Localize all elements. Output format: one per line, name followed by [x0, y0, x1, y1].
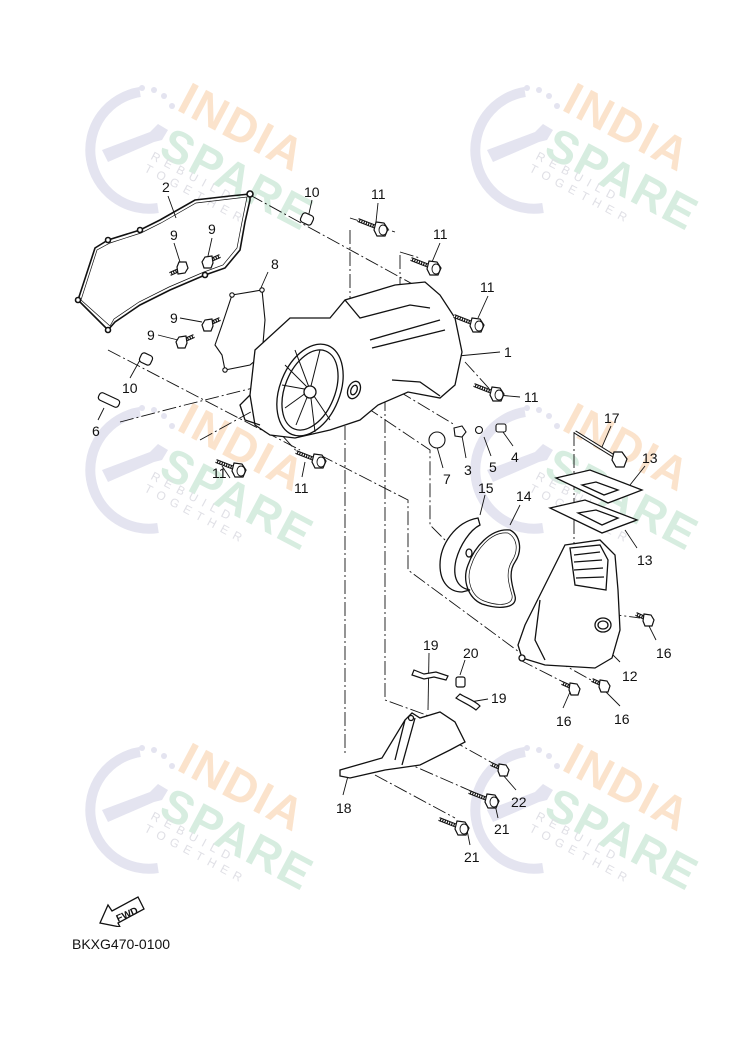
part-callout-16[interactable]: 16 [614, 711, 630, 727]
part-callout-1[interactable]: 1 [504, 344, 512, 360]
part-callout-9[interactable]: 9 [170, 227, 178, 243]
part-callout-12[interactable]: 12 [622, 668, 638, 684]
part-3-4-5-7-small [428, 423, 507, 449]
part-callout-15[interactable]: 15 [478, 480, 494, 496]
part-1-crankcase-cover [239, 281, 463, 439]
part-callout-9[interactable]: 9 [170, 310, 178, 326]
part-6-pin [97, 392, 121, 408]
part-9-bolts [168, 254, 222, 350]
part-callout-11[interactable]: 11 [433, 226, 448, 242]
part-17-long-bolt [574, 430, 628, 468]
part-callout-19[interactable]: 19 [423, 637, 439, 653]
part-callout-13[interactable]: 13 [637, 552, 653, 568]
part-callout-11[interactable]: 11 [524, 389, 539, 405]
part-10-dowel [138, 212, 315, 366]
part-callout-11[interactable]: 11 [212, 465, 227, 481]
part-callout-16[interactable]: 16 [656, 645, 672, 661]
part-callout-22[interactable]: 22 [511, 794, 527, 810]
part-callout-21[interactable]: 21 [494, 821, 510, 837]
part-8-gasket [214, 287, 266, 373]
part-12-cover [517, 539, 621, 669]
part-callout-11[interactable]: 11 [294, 480, 309, 496]
part-2-gasket [74, 190, 254, 334]
part-14-o-ring [465, 529, 521, 608]
part-19-clamps [411, 669, 481, 711]
part-callout-11[interactable]: 11 [371, 186, 386, 202]
part-callout-20[interactable]: 20 [463, 645, 479, 661]
part-callout-14[interactable]: 14 [516, 488, 532, 504]
part-callout-6[interactable]: 6 [92, 423, 100, 439]
drawing-code: BKXG470-0100 [72, 936, 171, 952]
part-callout-10[interactable]: 10 [304, 184, 320, 200]
part-20-clip [455, 676, 466, 688]
part-18-guard [339, 711, 466, 779]
part-13-gaskets [548, 469, 644, 534]
part-callout-5[interactable]: 5 [489, 459, 497, 475]
forward-direction-icon: FWD [99, 896, 145, 927]
part-callout-9[interactable]: 9 [208, 221, 216, 237]
part-callout-3[interactable]: 3 [464, 462, 472, 478]
part-callout-8[interactable]: 8 [271, 256, 279, 272]
part-callout-13[interactable]: 13 [642, 450, 658, 466]
part-callout-18[interactable]: 18 [336, 800, 352, 816]
part-callout-4[interactable]: 4 [511, 449, 519, 465]
part-callout-21[interactable]: 21 [464, 849, 480, 865]
part-callout-17[interactable]: 17 [604, 410, 620, 426]
part-callout-2[interactable]: 2 [162, 179, 170, 195]
part-callout-10[interactable]: 10 [122, 380, 138, 396]
part-callout-9[interactable]: 9 [147, 327, 155, 343]
part-callout-11[interactable]: 11 [480, 279, 495, 295]
part-callout-16[interactable]: 16 [556, 713, 572, 729]
part-callout-7[interactable]: 7 [443, 471, 451, 487]
part-callout-19[interactable]: 19 [491, 690, 507, 706]
part-15-seal [439, 517, 481, 593]
